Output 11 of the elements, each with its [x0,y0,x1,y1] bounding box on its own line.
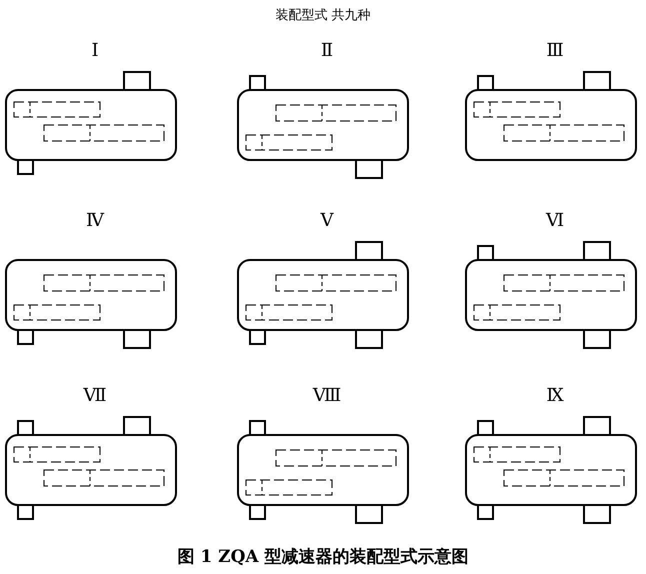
variant-numeral: Ⅵ [544,210,566,231]
diagram-title: 装配型式 共九种 [274,7,372,24]
variant-numeral: Ⅸ [545,385,565,406]
variant-numeral: Ⅶ [82,385,108,406]
variant-numeral: Ⅷ [312,385,342,406]
variant-numeral: Ⅴ [319,210,335,231]
variant-numeral: Ⅰ [90,40,100,61]
variant-numeral: Ⅳ [85,210,106,231]
figure-caption: 图 1 ZQA 型减速器的装配型式示意图 [176,546,470,568]
variant-numeral: Ⅲ [545,40,565,61]
variant-numeral: Ⅱ [320,40,334,61]
